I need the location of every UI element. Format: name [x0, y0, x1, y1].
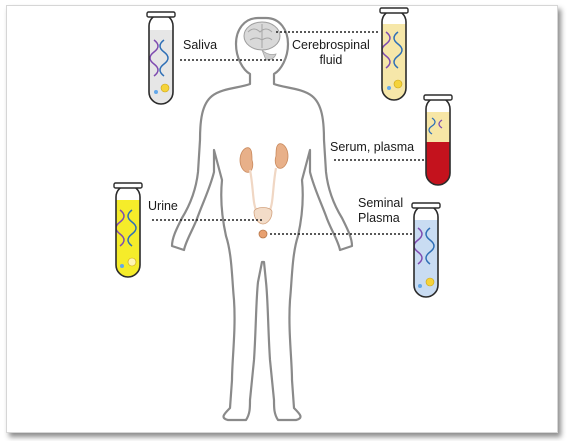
- serum-tube: [423, 94, 453, 186]
- label-csf-line1: Cerebrospinal: [292, 38, 370, 52]
- label-serum: Serum, plasma: [330, 140, 414, 155]
- label-seminal-line2: Plasma: [358, 211, 400, 225]
- label-seminal: Seminal Plasma: [358, 196, 403, 226]
- label-serum-text: Serum, plasma: [330, 140, 415, 154]
- urine-tube: [113, 182, 143, 278]
- saliva-tube: [146, 11, 176, 105]
- label-urine-text: Urine: [148, 199, 178, 213]
- seminal-tube: [411, 202, 441, 298]
- label-seminal-line1: Seminal: [358, 196, 404, 210]
- label-csf: Cerebrospinal fluid: [292, 38, 370, 68]
- leader-lines: [152, 31, 424, 235]
- urinary-tract: [239, 143, 289, 239]
- csf-tube: [379, 7, 409, 101]
- label-saliva-text: Saliva: [183, 38, 218, 52]
- brain-illustration: [243, 21, 281, 61]
- label-csf-line2: fluid: [319, 53, 343, 67]
- label-urine: Urine: [148, 199, 178, 214]
- label-saliva: Saliva: [183, 38, 217, 53]
